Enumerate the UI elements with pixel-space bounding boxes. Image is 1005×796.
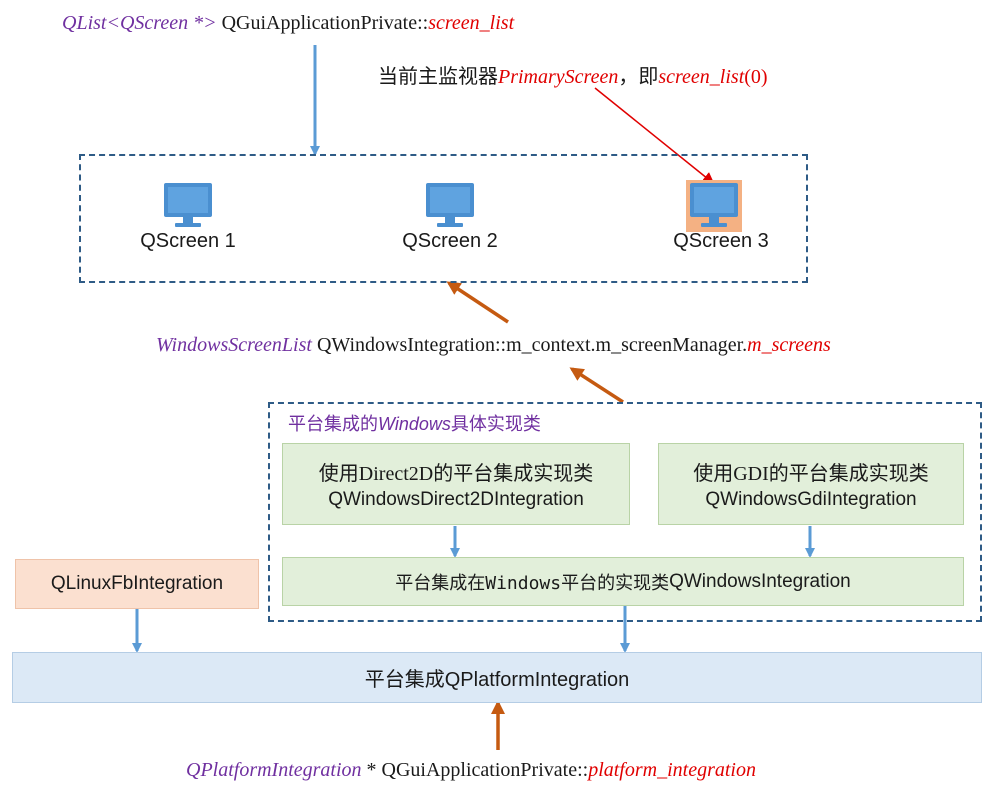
- windows-screens-type: WindowsScreenList: [156, 334, 312, 356]
- windows-group-title: 平台集成的Windows具体实现类: [288, 410, 541, 436]
- platform-integration-label: 平台集成QPlatformIntegration: [364, 669, 630, 691]
- direct2d-integration-box: 使用Direct2D的平台集成实现类 QWindowsDirect2DInteg…: [282, 443, 630, 525]
- windows-group-suffix: 具体实现类: [450, 414, 541, 434]
- linuxfb-integration-box: QLinuxFbIntegration: [15, 559, 259, 609]
- arrow-mscreens: [446, 281, 509, 324]
- gdi-class: QWindowsGdiIntegration: [705, 489, 917, 510]
- platform-integration-owner: QGuiApplicationPrivate::: [381, 759, 589, 781]
- windows-integration-group: [268, 402, 982, 622]
- monitor-icon: [164, 183, 212, 227]
- screen-label-2: QScreen 2: [402, 230, 498, 252]
- windows-integration-desc: 平台集成在Windows平台的实现类: [395, 572, 670, 594]
- gdi-integration-box: 使用GDI的平台集成实现类 QWindowsGdiIntegration: [658, 443, 964, 525]
- windows-screens-owner: QWindowsIntegration::m_context.m_screenM…: [316, 334, 748, 356]
- windows-group-prefix: 平台集成的: [288, 414, 378, 434]
- primary-note-text: 当前主监视器: [378, 66, 498, 88]
- screen-label-1: QScreen 1: [140, 230, 236, 252]
- platform-integration-star: *: [361, 759, 382, 781]
- monitor-icon: [426, 183, 474, 227]
- screens-box: [79, 154, 808, 283]
- windows-integration-class: QWindowsIntegration: [669, 570, 851, 592]
- direct2d-class: QWindowsDirect2DIntegration: [328, 489, 584, 510]
- screen-list-declaration: QList<QScreen *> QGuiApplicationPrivate:…: [62, 12, 514, 35]
- platform-integration-type: QPlatformIntegration: [186, 759, 362, 781]
- primary-note-name: PrimaryScreen: [498, 66, 619, 88]
- windows-screens-member: m_screens: [747, 334, 831, 356]
- primary-note-sep: ，即: [618, 66, 659, 88]
- primary-note-expr: screen_list: [658, 66, 745, 88]
- platform-integration-declaration: QPlatformIntegration * QGuiApplicationPr…: [186, 759, 756, 782]
- arrow-primary: [594, 87, 715, 185]
- screen-label-3: QScreen 3: [673, 230, 769, 252]
- arrow-wingroup: [569, 367, 624, 404]
- windows-screens-declaration: WindowsScreenList QWindowsIntegration::m…: [156, 334, 831, 357]
- direct2d-desc: 使用Direct2D的平台集成实现类: [318, 463, 594, 485]
- windows-group-em: Windows: [378, 414, 451, 434]
- monitor-icon: [690, 183, 738, 227]
- screen-list-type: QList<QScreen *>: [62, 12, 217, 34]
- screen-list-owner: QGuiApplicationPrivate::: [221, 12, 429, 34]
- gdi-desc: 使用GDI的平台集成实现类: [693, 463, 929, 485]
- linuxfb-class: QLinuxFbIntegration: [50, 573, 224, 594]
- platform-integration-member: platform_integration: [588, 759, 756, 781]
- screen-list-member: screen_list: [428, 12, 515, 34]
- primary-note-arg: (0): [744, 66, 768, 88]
- primary-screen-note: 当前主监视器PrimaryScreen，即screen_list(0): [378, 60, 768, 89]
- platform-integration-box: 平台集成QPlatformIntegration: [12, 652, 982, 703]
